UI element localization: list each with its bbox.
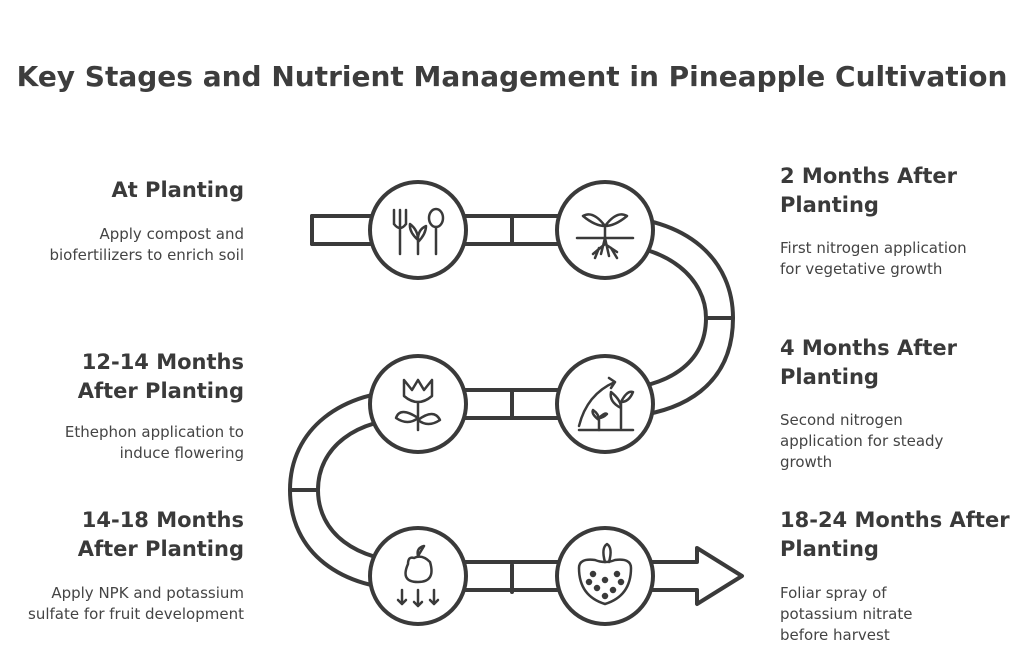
stage-node-3 [555, 354, 655, 454]
stage-node-circle [555, 526, 655, 626]
flow-arrow-head [602, 546, 744, 606]
stage-3-title: 4 Months After Planting [780, 336, 958, 389]
stage-4-title: 12-14 Months After Planting [77, 350, 244, 403]
fork-sprout-icon [392, 207, 445, 256]
stage-node-4 [368, 354, 468, 454]
stage-2-desc: First nitrogen application for vegetativ… [780, 239, 967, 278]
fruit-nutrients-icon [396, 544, 440, 608]
stage-node-1 [368, 180, 468, 280]
stage-3-desc: Second nitrogen application for steady g… [780, 411, 944, 471]
stage-5-title: 14-18 Months After Planting [77, 508, 244, 561]
stage-1-desc: Apply compost and biofertilizers to enri… [49, 225, 244, 264]
stage-2-title: 2 Months After Planting [780, 164, 958, 217]
stage-5-desc: Apply NPK and potassium sulfate for frui… [28, 584, 244, 623]
stage-node-5 [368, 526, 468, 626]
stage-node-circle [368, 526, 468, 626]
stage-6-title: 18-24 Months After Planting [780, 508, 1010, 561]
stage-node-6 [555, 526, 655, 626]
stage-node-2 [555, 180, 655, 280]
strawberry-fruit-icon [577, 542, 633, 606]
stage-node-circle [368, 180, 468, 280]
stage-1-title: At Planting [111, 178, 244, 202]
stage-node-circle [555, 354, 655, 454]
stage-6-desc: Foliar spray of potassium nitrate before… [780, 584, 913, 644]
diagram-title: Key Stages and Nutrient Management in Pi… [16, 60, 1008, 93]
flower-icon [394, 378, 442, 432]
seedling-roots-icon [575, 213, 635, 260]
stage-4-desc: Ethephon application to induce flowering [64, 423, 244, 462]
growth-arrow-icon [577, 376, 635, 432]
